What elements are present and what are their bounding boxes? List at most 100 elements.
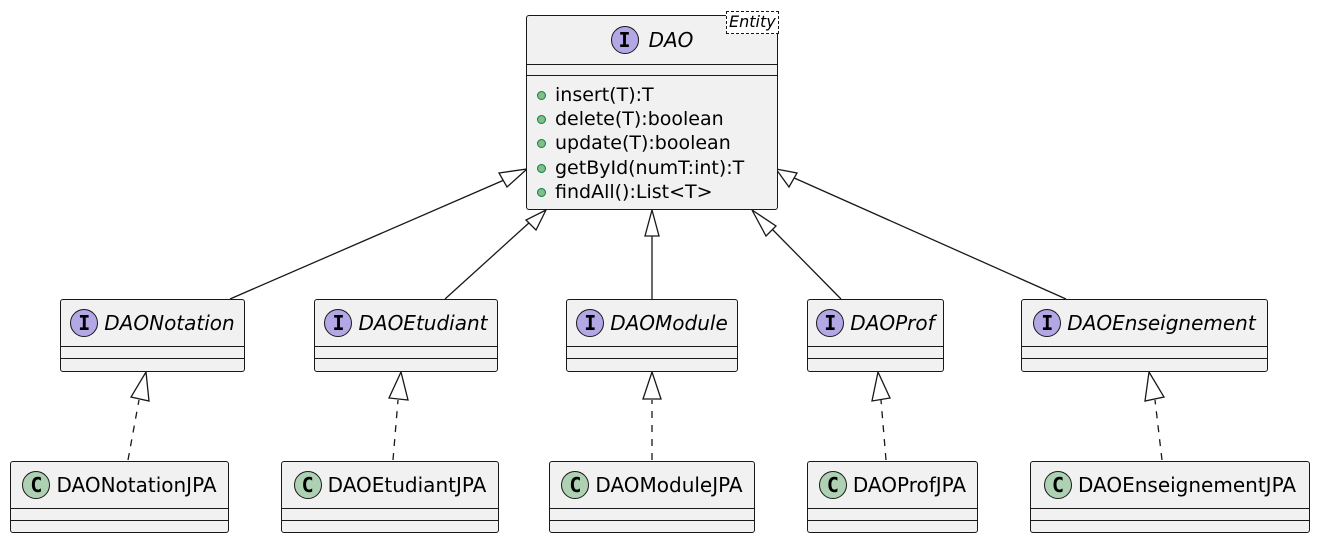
class-box-daoetudiantjpa[interactable]: C DAOEtudiantJPA	[281, 461, 499, 533]
interface-header: I DAOEnseignement	[1022, 300, 1267, 346]
divider	[61, 358, 244, 359]
realization-arrowhead	[129, 369, 150, 402]
divider	[282, 520, 498, 521]
divider	[808, 520, 977, 521]
divider	[550, 520, 754, 521]
method-row: insert(T):T	[537, 83, 654, 107]
class-box-daoprofjpa[interactable]: C DAOProfJPA	[807, 461, 978, 533]
method-row: getById(numT:int):T	[537, 156, 744, 180]
divider	[315, 346, 497, 347]
class-name: DAOEnseignementJPA	[1077, 473, 1297, 497]
divider	[1022, 358, 1267, 359]
dao-header: I DAO	[527, 16, 777, 64]
divider	[808, 346, 943, 347]
interface-box-daonotation[interactable]: I DAONotation	[60, 299, 245, 372]
realization-line	[880, 399, 887, 461]
realization-arrowhead	[388, 370, 409, 401]
method-row: findAll():List<T>	[537, 180, 713, 204]
divider	[527, 64, 777, 65]
method-signature: findAll():List<T>	[555, 181, 713, 203]
generalization-line	[444, 221, 531, 300]
divider	[11, 520, 228, 521]
method-signature: insert(T):T	[555, 84, 654, 106]
realization-line	[127, 399, 140, 461]
method-signature: delete(T):boolean	[555, 108, 724, 130]
divider	[1031, 508, 1309, 509]
divider	[315, 358, 497, 359]
generalization-arrowhead	[524, 208, 548, 232]
divider	[567, 358, 737, 359]
class-badge-icon: C	[22, 471, 51, 499]
interface-header: I DAOModule	[567, 300, 737, 346]
interface-badge-icon: I	[324, 309, 353, 337]
badge-letter: C	[30, 473, 43, 497]
interface-box-daoenseignement[interactable]: I DAOEnseignement	[1021, 299, 1268, 372]
template-parameter: Entity	[726, 11, 779, 34]
class-box-daomodulejpa[interactable]: C DAOModuleJPA	[549, 461, 755, 533]
divider	[550, 508, 754, 509]
divider	[808, 508, 977, 509]
public-visibility-icon	[537, 114, 546, 124]
badge-letter: I	[332, 311, 345, 335]
generalization-line	[229, 176, 512, 300]
interface-badge-icon: I	[610, 26, 639, 54]
realization-arrowhead	[871, 369, 891, 402]
class-badge-icon: C	[818, 471, 847, 499]
class-badge-icon: C	[293, 471, 322, 499]
generalization-arrowhead	[751, 209, 778, 238]
interface-name: DAOModule	[610, 311, 728, 335]
public-visibility-icon	[537, 90, 546, 100]
public-visibility-icon	[537, 187, 546, 197]
class-name: DAONotationJPA	[56, 473, 217, 497]
class-badge-icon: C	[561, 471, 590, 499]
class-name: DAOProfJPA	[852, 473, 967, 497]
interface-box-daomodule[interactable]: I DAOModule	[566, 299, 738, 372]
generalization-line	[791, 176, 1067, 300]
badge-letter: C	[1051, 473, 1064, 497]
divider	[61, 346, 244, 347]
badge-letter: I	[78, 311, 91, 335]
dao-name: DAO	[648, 28, 694, 52]
divider	[1031, 520, 1309, 521]
interface-header: I DAOEtudiant	[315, 300, 497, 346]
realization-line	[392, 399, 399, 461]
method-signature: update(T):boolean	[555, 132, 731, 154]
interface-badge-icon: I	[816, 309, 845, 337]
interface-badge-icon: I	[70, 309, 99, 337]
class-box-daoenseignementjpa[interactable]: C DAOEnseignementJPA	[1030, 461, 1310, 533]
class-header: C DAOModuleJPA	[550, 462, 754, 508]
generalization-arrowhead	[497, 168, 530, 189]
badge-letter: I	[584, 311, 597, 335]
divider	[808, 358, 943, 359]
divider	[567, 346, 737, 347]
badge-letter: C	[569, 473, 582, 497]
dao-interface-box[interactable]: I DAO insert(T):T delete(T):boolean upda…	[526, 15, 778, 210]
interface-badge-icon: I	[1033, 309, 1062, 337]
interface-badge-icon: I	[576, 309, 605, 337]
interface-name: DAOProf	[850, 311, 935, 335]
class-name: DAOModuleJPA	[595, 473, 743, 497]
badge-letter: C	[301, 473, 314, 497]
method-signature: getById(numT:int):T	[555, 157, 745, 179]
generalization-arrowhead	[774, 168, 799, 189]
interface-box-daoprof[interactable]: I DAOProf	[807, 299, 944, 372]
class-box-daonotationjpa[interactable]: C DAONotationJPA	[10, 461, 229, 533]
interface-name: DAONotation	[104, 311, 235, 335]
class-name: DAOEtudiantJPA	[327, 473, 487, 497]
public-visibility-icon	[537, 163, 546, 173]
realization-line	[1154, 399, 1163, 461]
badge-letter: I	[618, 28, 631, 52]
interface-header: I DAONotation	[61, 300, 244, 346]
class-header: C DAONotationJPA	[11, 462, 228, 508]
generalization-arrowhead	[644, 207, 660, 237]
public-visibility-icon	[537, 138, 546, 148]
divider	[1022, 346, 1267, 347]
method-row: delete(T):boolean	[537, 107, 724, 131]
interface-name: DAOEtudiant	[358, 311, 488, 335]
class-header: C DAOEnseignementJPA	[1031, 462, 1309, 508]
realization-arrowhead	[642, 369, 662, 400]
badge-letter: C	[826, 473, 839, 497]
interface-box-daoetudiant[interactable]: I DAOEtudiant	[314, 299, 498, 372]
realization-arrowhead	[1144, 370, 1166, 402]
